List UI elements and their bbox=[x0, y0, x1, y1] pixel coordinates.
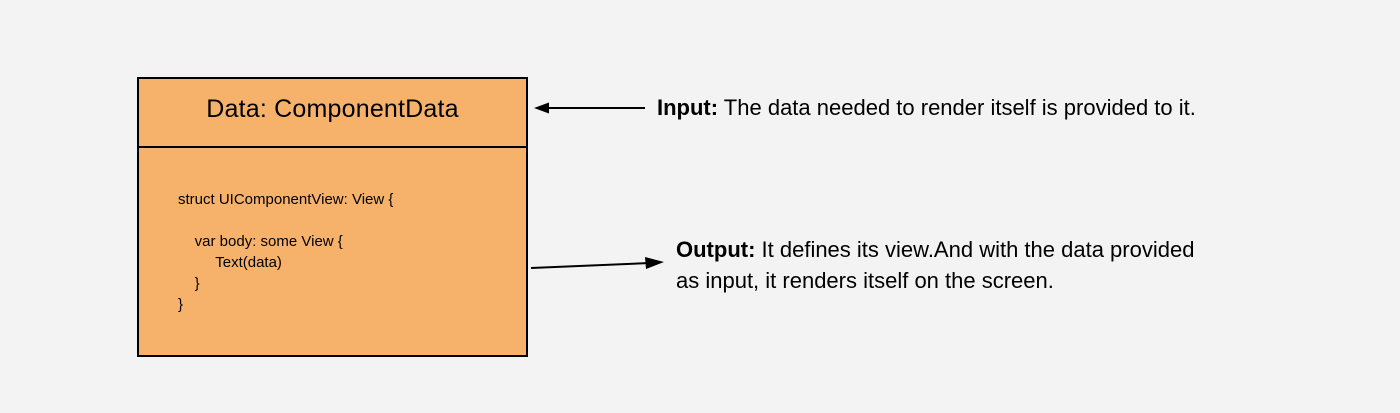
input-annotation-text: The data needed to render itself is prov… bbox=[718, 95, 1196, 120]
output-annotation-label: Output: bbox=[676, 237, 756, 262]
input-annotation: Input: The data needed to render itself … bbox=[657, 92, 1196, 123]
output-annotation: Output: It defines its view.And with the… bbox=[676, 234, 1194, 296]
component-box-title: Data: ComponentData bbox=[139, 79, 526, 148]
component-box: Data: ComponentData struct UIComponentVi… bbox=[137, 77, 528, 357]
output-annotation-text-line2: as input, it renders itself on the scree… bbox=[676, 268, 1054, 293]
input-annotation-label: Input: bbox=[657, 95, 719, 120]
swift-code-block: struct UIComponentView: View { var body:… bbox=[178, 191, 394, 313]
output-arrow-icon bbox=[530, 257, 664, 269]
input-arrow-icon bbox=[534, 102, 645, 114]
component-box-body: struct UIComponentView: View { var body:… bbox=[139, 148, 526, 315]
output-annotation-text-line1: It defines its view.And with the data pr… bbox=[755, 237, 1195, 262]
